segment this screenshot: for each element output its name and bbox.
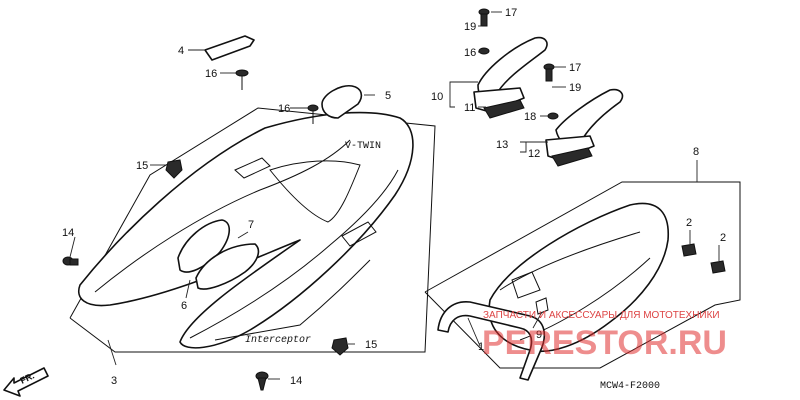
callout-2-upper: 2: [686, 217, 692, 229]
clip-15-bottom: [331, 337, 349, 356]
front-arrow-icon: FR.: [3, 367, 49, 397]
callout-15-bottom: 15: [365, 339, 377, 351]
callout-18: 18: [524, 111, 536, 123]
callout-2-lower: 2: [720, 232, 726, 244]
callout-9: 9: [536, 329, 542, 341]
cowl-decal-small: V-TWIN: [345, 141, 381, 152]
callout-8: 8: [693, 146, 699, 158]
watermark-subtitle: ЗАПЧАСТИ И АКСЕССУАРЫ ДЛЯ МОТОТЕХНИКИ: [483, 310, 720, 321]
bolt-16-left: [235, 69, 249, 90]
group-outline-8: [424, 181, 741, 369]
callout-19-upper: 19: [464, 21, 476, 33]
callout-6: 6: [181, 300, 187, 312]
screw-14-bottom: [255, 371, 269, 391]
grab-rail-left: [543, 63, 624, 167]
leader-lines: [69, 11, 720, 380]
gasket: [195, 243, 260, 290]
callout-14-bottom: 14: [290, 375, 302, 387]
callout-5: 5: [385, 90, 391, 102]
cover-4: [204, 35, 255, 61]
callout-1: 1: [478, 341, 484, 353]
callout-10: 10: [431, 91, 443, 103]
rear-cowl: V-TWIN Interceptor: [78, 111, 414, 349]
callout-17-lower: 17: [569, 62, 581, 74]
callout-12: 12: [528, 148, 540, 160]
damper-upper: [681, 243, 697, 257]
callout-7: 7: [248, 219, 254, 231]
diagram-code: MCW4-F2000: [600, 381, 660, 392]
callout-3: 3: [111, 375, 117, 387]
callout-13: 13: [496, 139, 508, 151]
watermark-brand: PERESTOR.RU: [482, 324, 727, 362]
cowl-decal: Interceptor: [245, 335, 311, 346]
clip-15-left: [165, 159, 183, 179]
screw-14-left: [62, 256, 79, 266]
grab-rail-right: [473, 8, 548, 119]
callout-4: 4: [178, 45, 184, 57]
group-outline-3: [69, 107, 436, 353]
seat-frame: [437, 301, 546, 381]
callout-16-left: 16: [205, 68, 217, 80]
callout-11: 11: [464, 102, 475, 114]
callout-16-upper: 16: [464, 47, 476, 59]
callout-16-center: 16: [278, 103, 290, 115]
callout-19-lower: 19: [569, 82, 581, 94]
callout-15-left: 15: [136, 160, 148, 172]
damper-lower: [710, 260, 726, 274]
callout-17-upper: 17: [505, 7, 517, 19]
cover-5: [321, 85, 363, 119]
side-panel: [177, 219, 231, 273]
callout-14-left: 14: [62, 227, 74, 239]
